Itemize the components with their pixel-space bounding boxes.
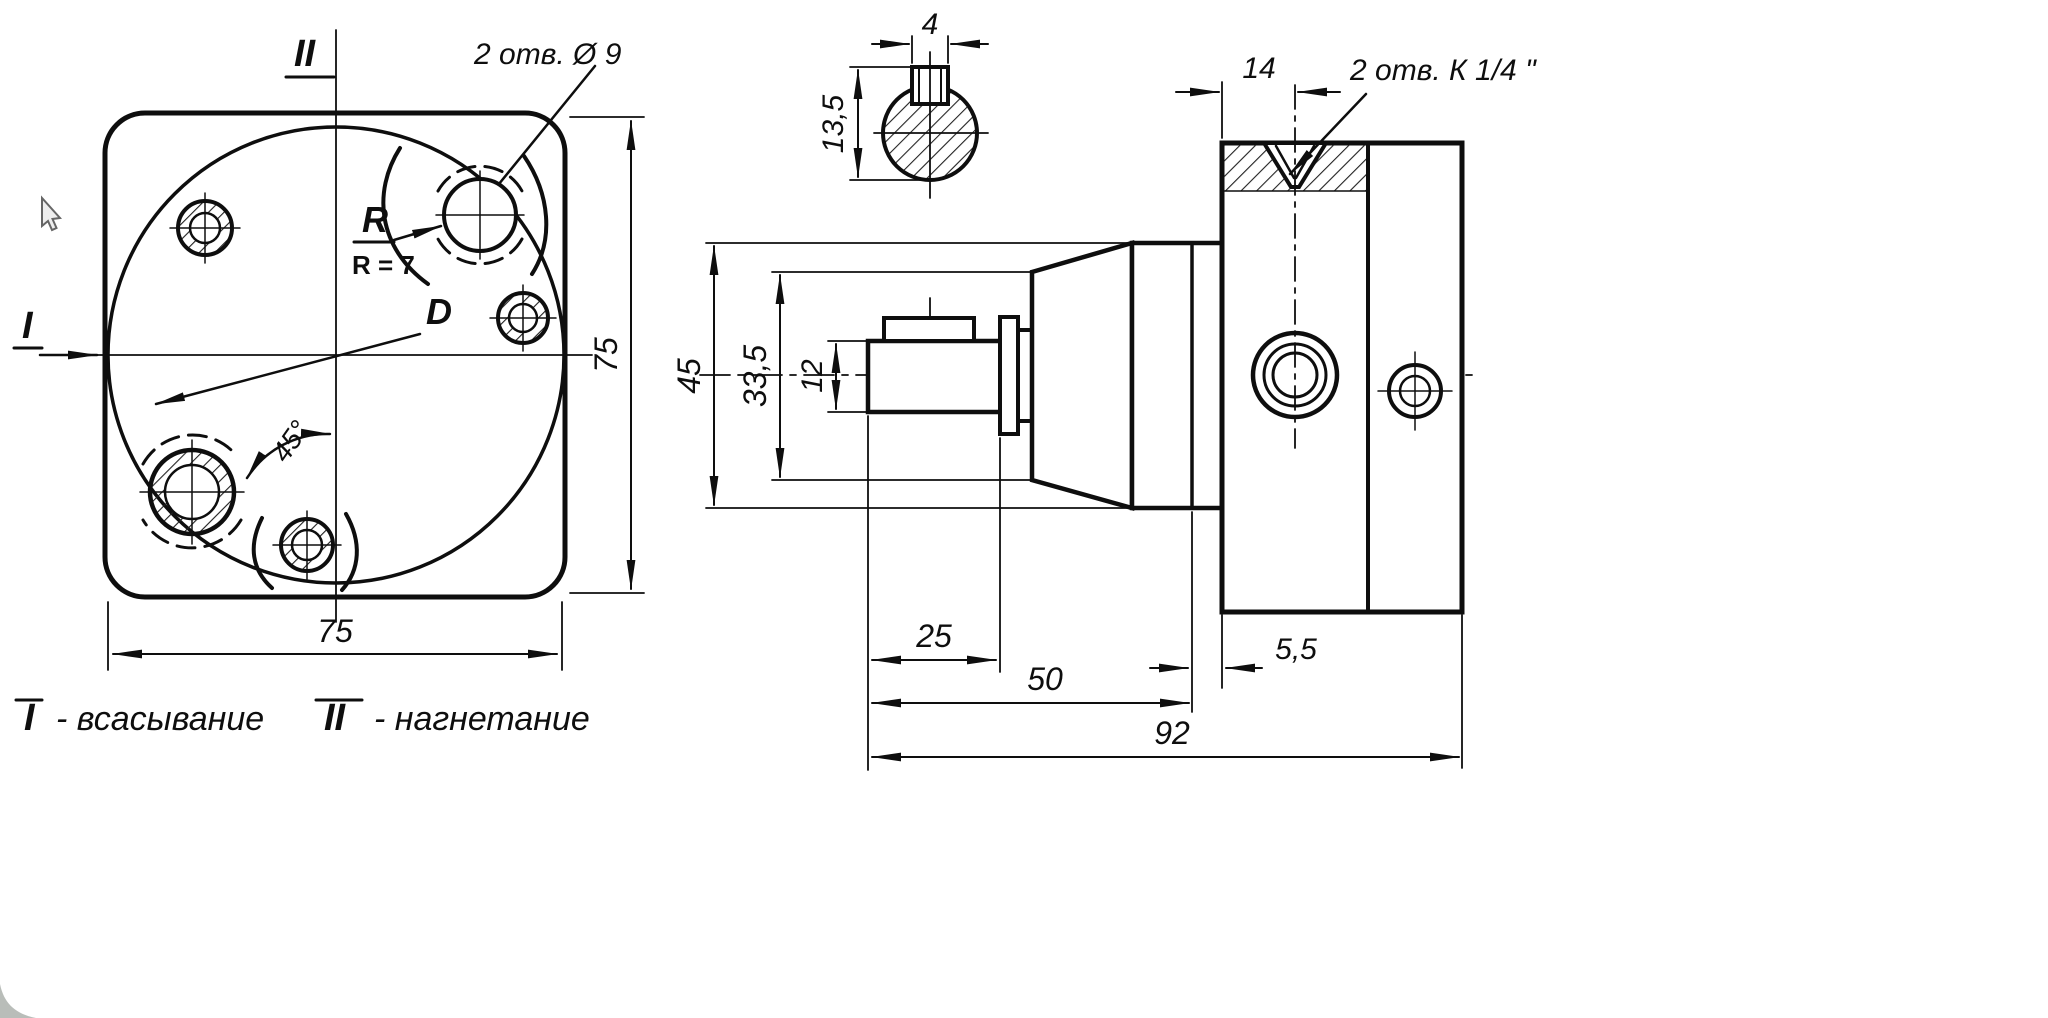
housing-taper [1029,240,1135,511]
housing-block [1129,240,1225,511]
dim-shaft-label: 12 [796,359,829,393]
dim-step-5-5: 5,5 [1149,614,1317,689]
holes-note-label: 2 отв. Ø 9 [473,38,622,71]
shaft-collar [998,315,1020,436]
dim-height-label: 75 [588,337,624,373]
front-view: I II 2 отв. Ø 9 [12,29,645,671]
dim-body-height-label: 33,5 [737,345,773,407]
dim-total-length-92: 92 [871,614,1463,769]
section-II-label: II [294,33,317,75]
dim-flange-width-14: 14 [1175,52,1341,139]
legend-discharge-symbol: II [324,697,347,739]
dim-shaft-12: 12 [796,340,867,413]
shaft-key [882,316,976,343]
window-corner [0,984,36,1018]
dim-shaft-length-label: 25 [915,618,952,654]
radius-arrow [392,224,443,242]
dim-shaft-length-25: 25 [867,415,1001,771]
dim-total-length-label: 92 [1154,715,1190,751]
shaft-section-centerlines [873,51,989,199]
legend-suction-symbol: I [24,697,36,739]
dim-body-length-label: 50 [1027,661,1063,697]
shaft-body [865,338,1008,415]
legend-discharge-label: - нагнетание [374,700,590,738]
dim-height-75: 75 [569,116,645,594]
diameter-leader [154,332,422,406]
dim-overall-height-45: 45 [671,242,1131,509]
section-I-label: I [22,305,34,347]
hole-top-left [169,192,241,264]
dim-width-label: 75 [317,613,353,649]
dim-body-length-50: 50 [871,511,1193,713]
angle-arc [245,428,332,480]
legend: I - всасывание II - нагнетание [14,697,590,739]
shaft-keyway-section: 4 13,5 [817,8,989,199]
dim-section-height-label: 13,5 [817,94,850,153]
hole-bottom-left [139,433,245,550]
plate-side-hole [1377,351,1453,431]
diameter-letter: D [426,291,452,332]
dim-overall-height-label: 45 [671,358,707,394]
hole-bottom-center [272,510,342,580]
hole-top-right [435,164,525,266]
dim-flange-width-label: 14 [1242,52,1275,85]
side-view: 2 отв. К 1/4 " 45 33,5 [671,52,1537,771]
radius-value: R = 7 [352,250,415,280]
dim-width-75: 75 [107,601,563,671]
dim-body-height-33-5: 33,5 [737,271,1031,481]
ports-note-label: 2 отв. К 1/4 " [1349,54,1537,87]
dim-section-height-13-5: 13,5 [817,66,925,181]
ports-note-leader [1288,92,1368,176]
legend-suction-label: - всасывание [56,700,264,738]
dim-step-label: 5,5 [1275,633,1317,666]
mounting-plate [1219,140,1465,615]
dim-key-width-label: 4 [922,8,939,41]
radius-letter: R [362,199,388,240]
dim-key-width-4: 4 [871,8,989,64]
hole-right-middle [489,284,557,352]
mouse-cursor-icon [41,195,63,232]
groove-arcs [251,146,549,592]
